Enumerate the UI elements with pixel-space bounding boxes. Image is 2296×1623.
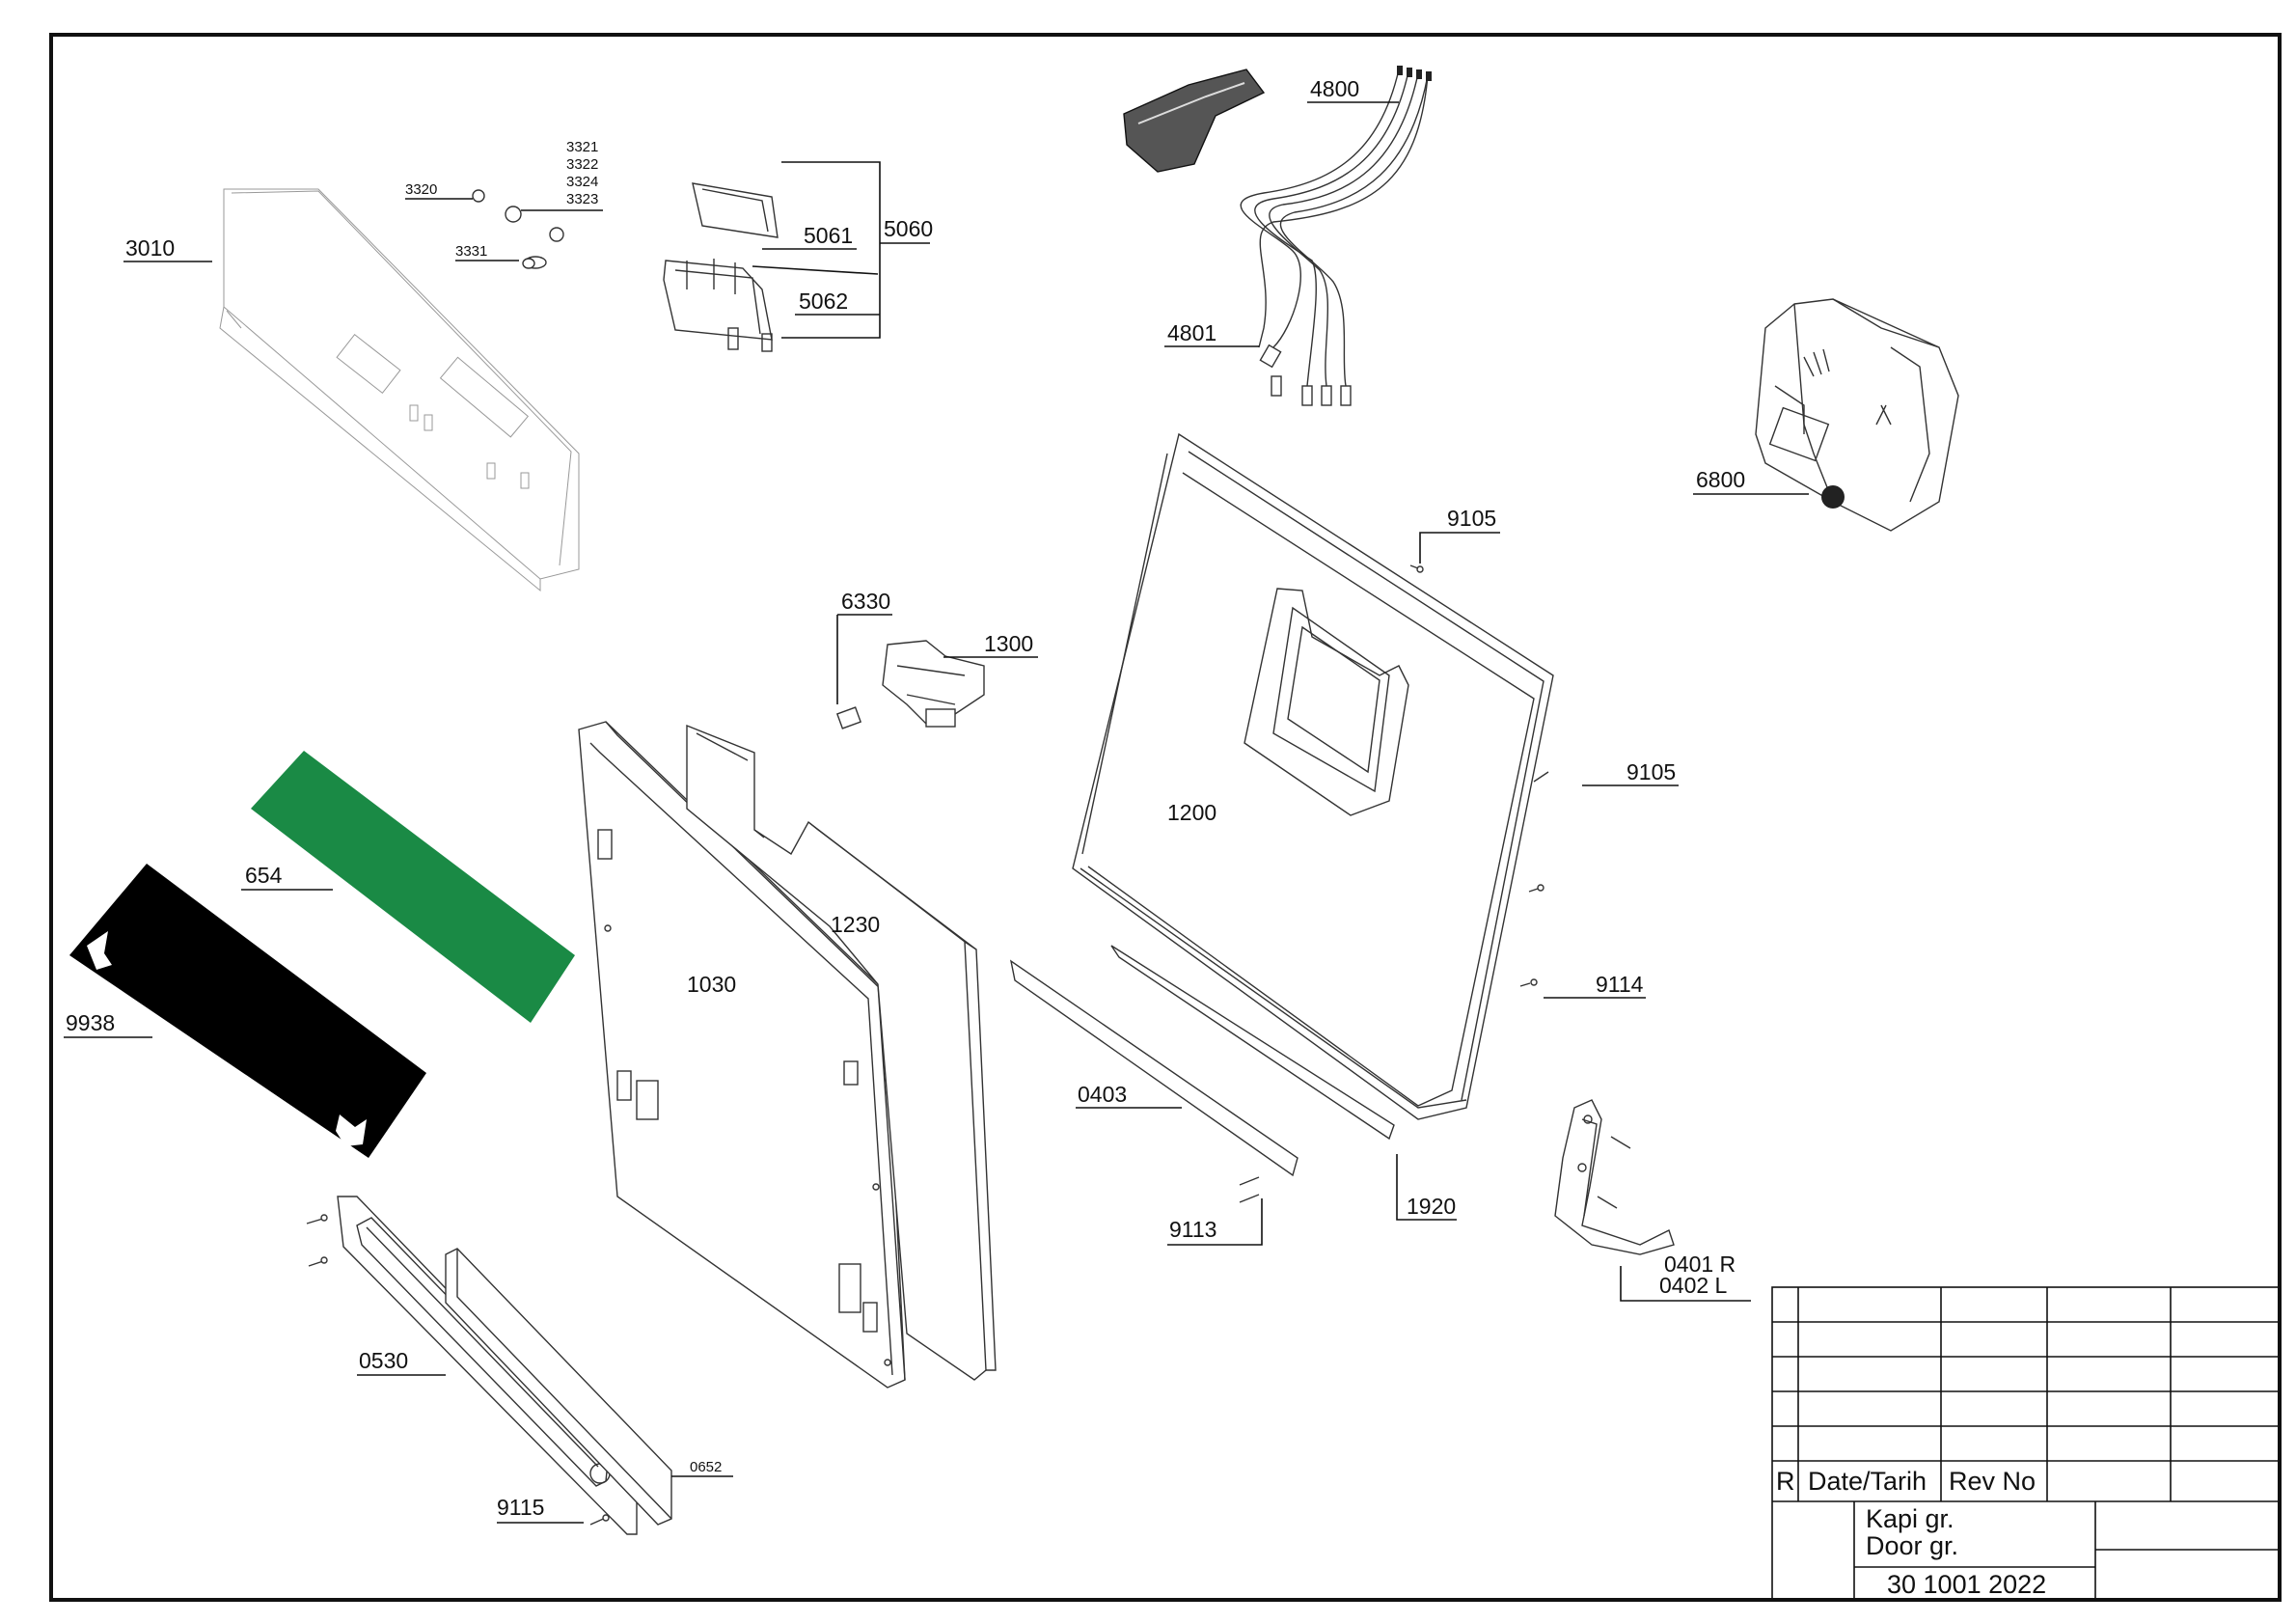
part-0403-strip bbox=[1009, 959, 1298, 1177]
label-4800: 4800 bbox=[1310, 76, 1359, 101]
part-6800-detergent-dispenser bbox=[1755, 298, 1959, 532]
label-9938: 9938 bbox=[66, 1010, 115, 1035]
label-5060: 5060 bbox=[884, 216, 933, 241]
part-1230-door-panel bbox=[686, 724, 997, 1381]
part-1920-strip bbox=[1110, 945, 1395, 1141]
part-0652-handle-insert bbox=[445, 1248, 672, 1526]
label-3010: 3010 bbox=[125, 235, 175, 261]
label-1200: 1200 bbox=[1167, 800, 1216, 825]
tb-title-tr: Kapi gr. bbox=[1866, 1504, 1954, 1533]
part-5061-5062-boards bbox=[663, 182, 779, 352]
label-0402: 0402 L bbox=[1659, 1273, 1728, 1298]
part-0401-0402-hinge bbox=[1554, 1099, 1675, 1255]
part-9938-insulation-black bbox=[69, 864, 426, 1158]
label-3322: 3322 bbox=[566, 156, 598, 173]
label-9105-side: 9105 bbox=[1626, 759, 1676, 784]
label-4801: 4801 bbox=[1167, 320, 1216, 345]
label-0652: 0652 bbox=[690, 1459, 722, 1475]
part-3320-knobs bbox=[472, 189, 564, 269]
tb-drawing-no: 30 1001 2022 bbox=[1887, 1570, 2046, 1599]
label-9113: 9113 bbox=[1169, 1217, 1216, 1242]
label-3320: 3320 bbox=[405, 181, 437, 198]
part-4800-switch-cable bbox=[1123, 66, 1432, 406]
label-1300: 1300 bbox=[984, 631, 1033, 656]
tb-rev-col-rev: Rev No bbox=[1949, 1467, 2036, 1496]
part-1300-door-latch bbox=[835, 640, 985, 729]
label-1230: 1230 bbox=[831, 912, 880, 937]
label-9114: 9114 bbox=[1596, 972, 1644, 997]
label-6800: 6800 bbox=[1696, 467, 1745, 492]
label-6330: 6330 bbox=[841, 589, 890, 614]
screws-9105 bbox=[1409, 564, 1549, 987]
label-3321: 3321 bbox=[566, 139, 598, 155]
label-0530: 0530 bbox=[359, 1348, 408, 1373]
label-3331: 3331 bbox=[455, 243, 487, 260]
title-block bbox=[1771, 1286, 2281, 1601]
tb-rev-col-r: R bbox=[1776, 1467, 1795, 1496]
label-0401: 0401 R bbox=[1664, 1252, 1736, 1277]
part-654-insulation-green bbox=[251, 751, 575, 1023]
label-9115: 9115 bbox=[497, 1495, 544, 1520]
label-9105-top: 9105 bbox=[1447, 506, 1496, 531]
screws-9113 bbox=[1239, 1176, 1260, 1203]
part-3010-control-panel bbox=[219, 188, 580, 592]
drawing-frame bbox=[49, 33, 2282, 1602]
label-5061: 5061 bbox=[804, 223, 853, 248]
part-1200-inner-door bbox=[1072, 432, 1554, 1120]
tb-rev-col-date: Date/Tarih bbox=[1808, 1467, 1927, 1496]
label-1030: 1030 bbox=[687, 972, 736, 997]
tb-title-en: Door gr. bbox=[1866, 1531, 1958, 1560]
label-654: 654 bbox=[245, 863, 283, 888]
label-3323: 3323 bbox=[566, 191, 598, 207]
label-5062: 5062 bbox=[799, 289, 848, 314]
screws-0530 bbox=[306, 1214, 610, 1526]
label-1920: 1920 bbox=[1407, 1194, 1456, 1219]
label-3324: 3324 bbox=[566, 174, 598, 190]
label-0403: 0403 bbox=[1078, 1082, 1127, 1107]
